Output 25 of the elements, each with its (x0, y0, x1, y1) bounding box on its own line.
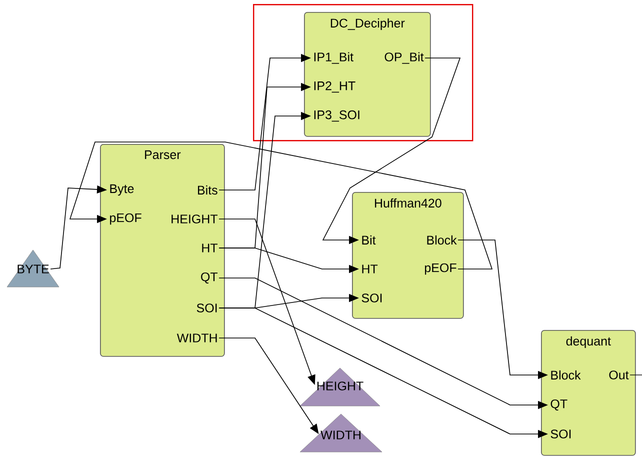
port-label: IP2_HT (314, 81, 356, 93)
port-label: IP1_Bit (314, 52, 354, 64)
port-label: HEIGHT (172, 214, 218, 224)
triangle-terminal: WIDTH (300, 414, 382, 452)
selection-frame (253, 4, 474, 142)
port-label: HT (362, 264, 378, 274)
port-label: pEOF (424, 263, 456, 275)
connector (69, 142, 493, 270)
port-label: OP_Bit (384, 52, 424, 64)
port-label: Byte (110, 184, 134, 196)
port-label: Bit (362, 235, 376, 245)
port-label: WIDTH (176, 334, 217, 342)
port-label: Bits (198, 185, 218, 195)
port-label: Block (551, 370, 581, 380)
port-label: SOI (550, 430, 571, 438)
port-label: QT (201, 272, 218, 284)
port-label: SOI (196, 304, 217, 312)
port-label: pEOF (110, 213, 142, 225)
port-label: Block (427, 235, 457, 245)
port-label: HT (202, 244, 218, 252)
port-label: QT (550, 399, 568, 411)
connector (630, 374, 642, 376)
port-label: Out (609, 370, 629, 380)
port-label: SOI (362, 294, 382, 302)
port-label: IP3_SOI (314, 110, 360, 122)
